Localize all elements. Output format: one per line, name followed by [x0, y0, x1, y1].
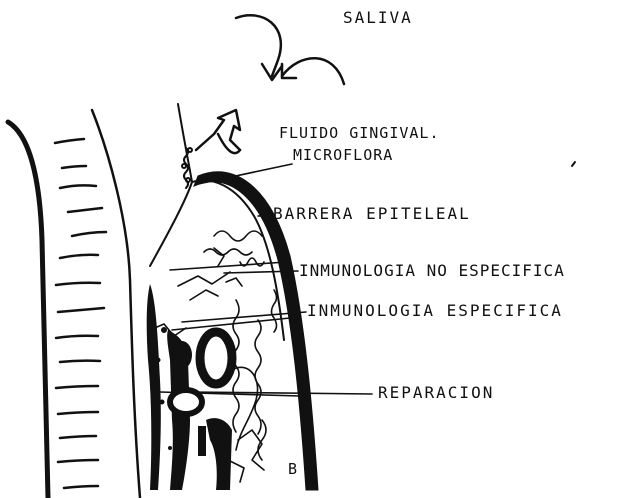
- tooth-hatching: [55, 139, 106, 488]
- label-saliva: SALIVA: [343, 10, 413, 26]
- saliva-arrows: [236, 15, 344, 84]
- label-inmunologia-especifica: INMUNOLOGIA ESPECIFICA: [307, 303, 563, 319]
- gingival-fluid-arrow: [196, 110, 240, 153]
- label-letter-b: B: [288, 462, 298, 477]
- label-inmunologia-no-especifica: INMUNOLOGIA NO ESPECIFICA: [299, 263, 565, 279]
- tooth-outer-contour: [8, 122, 48, 498]
- label-microflora: MICROFLORA: [293, 148, 393, 163]
- sulcus-line: [150, 104, 192, 266]
- label-reparacion: REPARACION: [378, 385, 494, 401]
- stray-mark: [572, 162, 575, 166]
- tooth-surface-line: [92, 110, 140, 498]
- label-fluido-gingival: FLUIDO GINGIVAL.: [279, 126, 440, 141]
- label-barrera-epiteleal: BARRERA EPITELEAL: [273, 206, 471, 222]
- microflora-deposit: [182, 148, 192, 188]
- inflammatory-cells: [147, 284, 232, 490]
